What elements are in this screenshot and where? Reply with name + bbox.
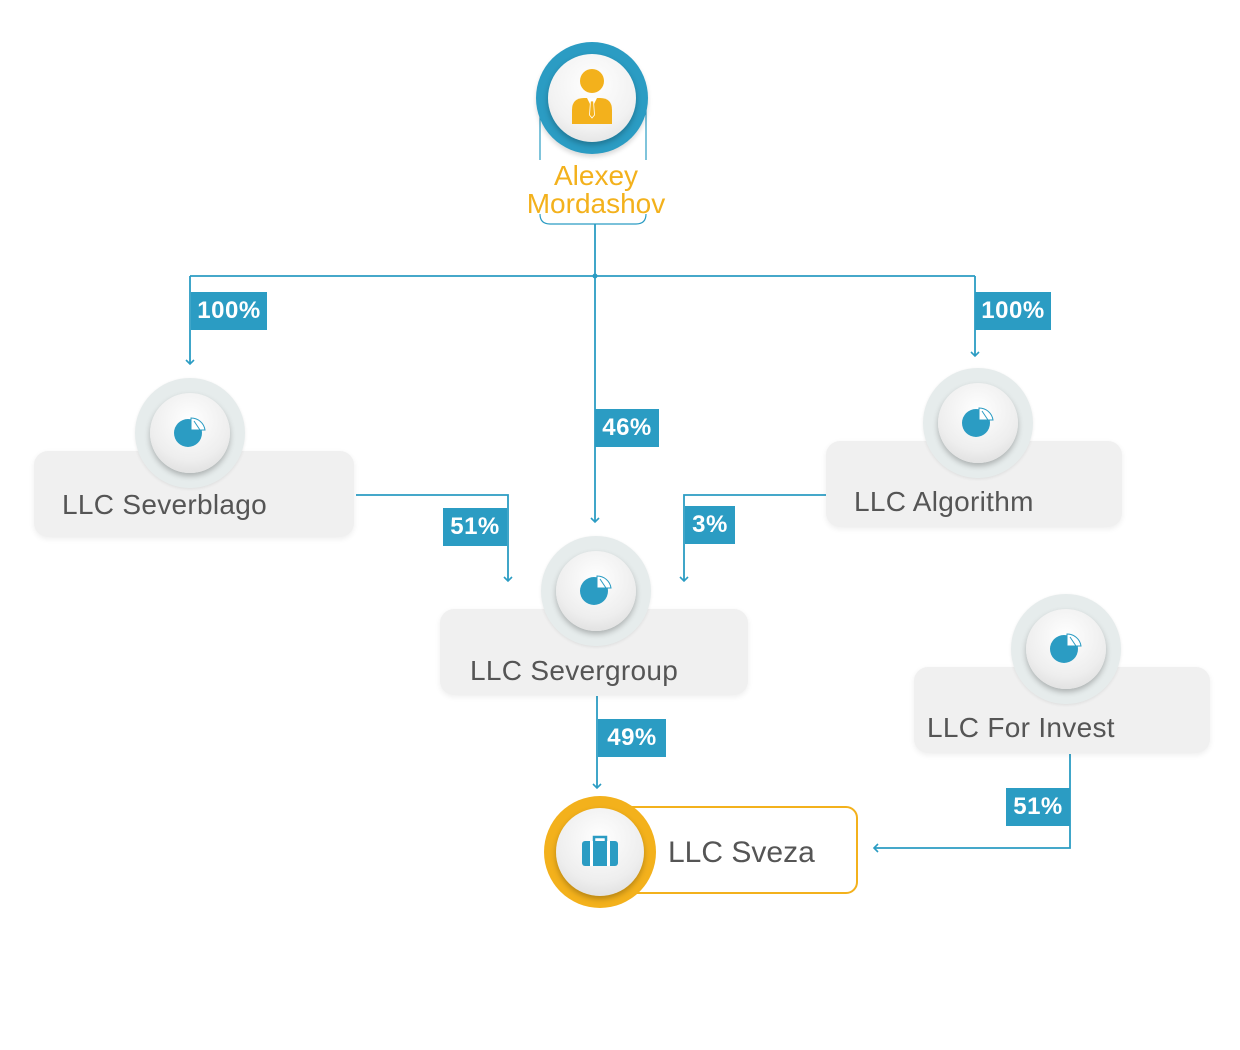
- pie-chart-icon: [1050, 633, 1082, 663]
- edge-algorithm-severgroup: [679, 494, 826, 583]
- pie-chart-icon: [580, 575, 612, 605]
- briefcase-icon: [582, 835, 618, 866]
- company-icon-sveza: [544, 796, 656, 908]
- pie-chart-icon: [174, 417, 206, 447]
- company-icon-for-invest: [1011, 594, 1121, 704]
- share-badge-owner-severblago: 100%: [191, 292, 267, 330]
- company-icon-severblago: [135, 378, 245, 488]
- company-icon-severgroup: [541, 536, 651, 646]
- edge-severblago-severgroup: [356, 494, 513, 583]
- company-icon-algorithm: [923, 368, 1033, 478]
- edge-forinvest-sveza: [872, 754, 1071, 853]
- owner-name: Alexey Mordashov: [496, 162, 696, 218]
- owner-avatar: [536, 42, 648, 154]
- company-name: LLC Algorithm: [854, 486, 1034, 517]
- company-name: LLC Sveza: [668, 836, 815, 869]
- share-badge-forinvest-sveza: 51%: [1006, 788, 1070, 826]
- company-name: LLC Severgroup: [470, 655, 679, 686]
- person-bracket-bottom: [539, 213, 647, 225]
- share-badge-algorithm-severgroup: 3%: [685, 506, 735, 544]
- company-name: LLC Severblago: [62, 489, 267, 520]
- owner-name-line2: Mordashov: [526, 188, 666, 219]
- share-badge-severblago-severgroup: 51%: [443, 508, 507, 546]
- owner-name-line1: Alexey: [553, 160, 639, 191]
- share-badge-owner-severgroup: 46%: [595, 409, 659, 447]
- company-name: LLC For Invest: [927, 712, 1115, 743]
- company-card-algorithm: LLC Algorithm: [826, 441, 1122, 527]
- share-badge-severgroup-sveza: 49%: [598, 719, 666, 757]
- person-icon: [572, 69, 612, 124]
- share-badge-owner-algorithm: 100%: [975, 292, 1051, 330]
- pie-chart-icon: [962, 407, 994, 437]
